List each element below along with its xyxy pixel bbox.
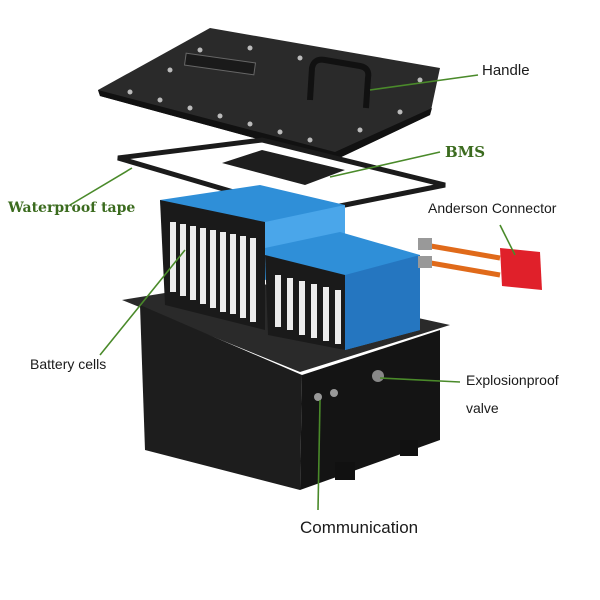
label-handle: Handle — [482, 62, 530, 79]
label-communication: Communication — [300, 518, 419, 537]
leader-lines — [69, 74, 516, 511]
bms-module — [222, 150, 345, 185]
label-battery-cells: Battery cells — [30, 356, 107, 372]
handle — [307, 56, 372, 109]
label-explosionproof-valve-line1: Explosionproof — [466, 372, 559, 388]
label-explosionproof-valve-line2: valve — [466, 400, 499, 416]
anderson-connector — [418, 238, 542, 290]
label-waterproof-tape: Waterproof tape — [8, 200, 136, 216]
label-bms: BMS — [445, 143, 486, 161]
battery-cells — [160, 185, 420, 350]
label-anderson-connector: Anderson Connector — [428, 200, 557, 216]
